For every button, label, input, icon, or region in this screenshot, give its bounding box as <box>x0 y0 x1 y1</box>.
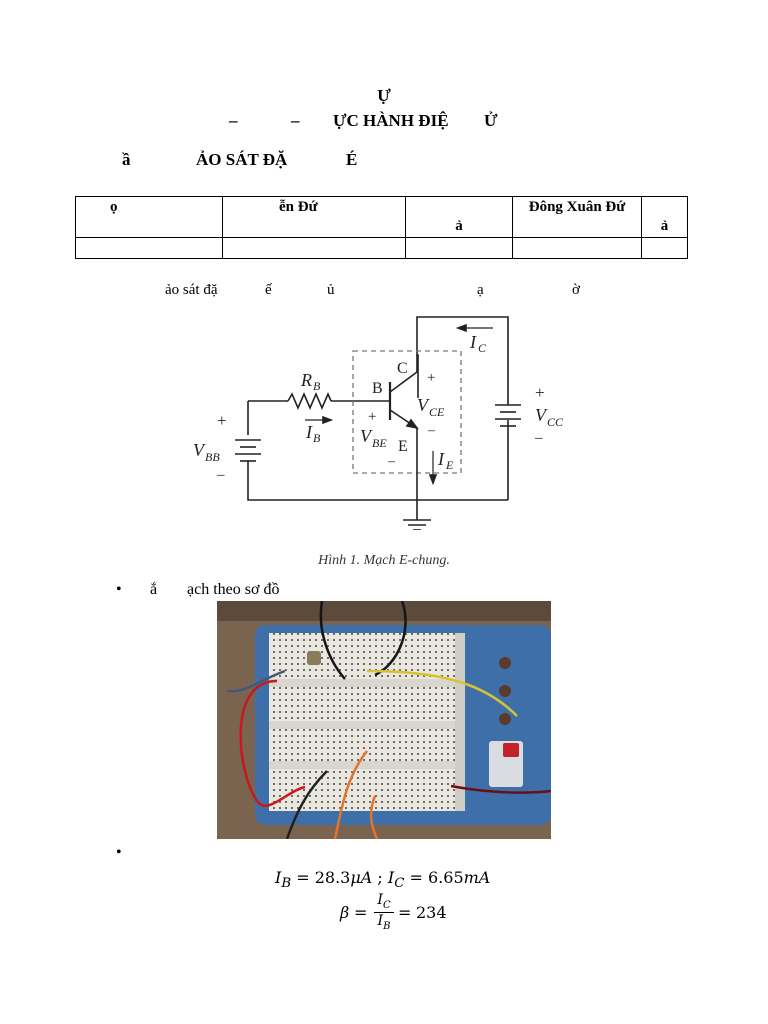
label-ic-sub: C <box>478 341 487 355</box>
current-measurements: IB = 28.3μA ; IC = 6.65mA <box>275 868 491 892</box>
frac-ib-symbol: I <box>377 913 384 929</box>
ic-value: 6.65 <box>428 868 464 887</box>
label-vbe: V <box>360 426 373 446</box>
intro-text-2: ế <box>265 282 272 298</box>
vbb-minus: – <box>216 467 225 483</box>
table-cell: ả <box>405 196 513 238</box>
ce-circuit-diagram: R B I B + V BB – B C E + V CE – + V BE –… <box>193 316 564 530</box>
label-ie: I <box>437 449 445 469</box>
ib-symbol: I <box>275 868 282 887</box>
intro-text-3: ủ <box>327 282 335 298</box>
section-title-end: É <box>346 150 358 169</box>
label-rb-sub: B <box>313 379 321 393</box>
bullet-text-2: ạch theo sơ đồ <box>187 581 280 598</box>
vbb-plus: + <box>217 411 227 430</box>
label-ib-sub: B <box>313 431 321 445</box>
ic-symbol: I <box>387 868 395 887</box>
members-table: ọ ễn Đứ ả Đông Xuân Đứ ả <box>75 196 688 259</box>
ib-subscript: B <box>281 876 292 892</box>
frac-ic-sub: C <box>382 899 391 911</box>
table-cell <box>222 237 406 259</box>
label-vbb: V <box>193 440 206 460</box>
frac-ib-sub: B <box>383 920 391 932</box>
table-cell <box>512 237 642 259</box>
vcc-minus: – <box>534 430 543 446</box>
label-ic: I <box>469 332 477 352</box>
label-emitter: E <box>398 438 408 455</box>
table-cell <box>405 237 513 259</box>
bullet-dot: • <box>116 581 122 598</box>
vcc-plus: + <box>535 383 545 402</box>
label-vbb-sub: BB <box>205 450 220 464</box>
bullet-dot: • <box>116 844 122 861</box>
section-title: ẢO SÁT ĐẶ <box>196 150 288 169</box>
ib-unit: μA <box>350 868 373 887</box>
beta-formula: β = IC IB = 234 <box>340 892 447 932</box>
label-vcc-sub: CC <box>547 415 564 429</box>
beta-symbol: β <box>340 903 350 922</box>
table-cell <box>75 237 223 259</box>
figure-caption: Hình 1. Mạch E-chung. <box>318 553 450 568</box>
fraction-denominator: IB <box>374 913 394 932</box>
label-ie-sub: E <box>445 458 454 472</box>
title-text: ỰC HÀNH ĐIỆ <box>333 111 449 130</box>
ic-unit: mA <box>463 868 491 887</box>
table-cell: ễn Đứ <box>222 196 406 238</box>
beta-value: 234 <box>416 903 447 922</box>
ib-value: 28.3 <box>314 868 351 887</box>
fraction-bar <box>374 912 394 913</box>
table-cell: ọ <box>75 196 223 238</box>
label-collector: C <box>397 360 408 377</box>
label-rb: R <box>300 370 312 390</box>
intro-text-5: ờ <box>572 282 580 298</box>
table-row: ọ ễn Đứ ả Đông Xuân Đứ ả <box>75 196 688 238</box>
label-base: B <box>372 380 383 397</box>
vce-minus: – <box>427 423 436 438</box>
label-vbe-sub: BE <box>372 436 387 450</box>
vbe-plus: + <box>368 409 376 425</box>
fraction-numerator: IC <box>374 892 394 911</box>
bullet-text-1: ắ <box>150 581 158 598</box>
frac-ic-symbol: I <box>377 892 383 908</box>
title-line-1: Ự <box>377 86 391 105</box>
table-cell: ả <box>641 196 688 238</box>
intro-text-1: ảo sát đặ <box>165 282 218 298</box>
table-row <box>75 237 688 259</box>
ic-subscript: C <box>394 876 405 892</box>
label-vce-sub: CE <box>429 405 445 419</box>
breadboard-photo <box>217 601 551 839</box>
title-text-end: Ử <box>484 111 498 130</box>
table-cell: Đông Xuân Đứ <box>512 196 642 238</box>
label-ib: I <box>305 422 313 442</box>
section-prefix: ầ <box>122 150 131 169</box>
title-dash-1: – <box>229 111 238 130</box>
vbe-minus: – <box>387 454 396 469</box>
label-vce: V <box>417 395 430 415</box>
vce-plus: + <box>427 370 435 386</box>
table-cell <box>641 237 688 259</box>
label-vcc: V <box>535 405 548 425</box>
title-dash-2: – <box>291 111 300 130</box>
intro-text-4: ạ <box>477 282 484 298</box>
